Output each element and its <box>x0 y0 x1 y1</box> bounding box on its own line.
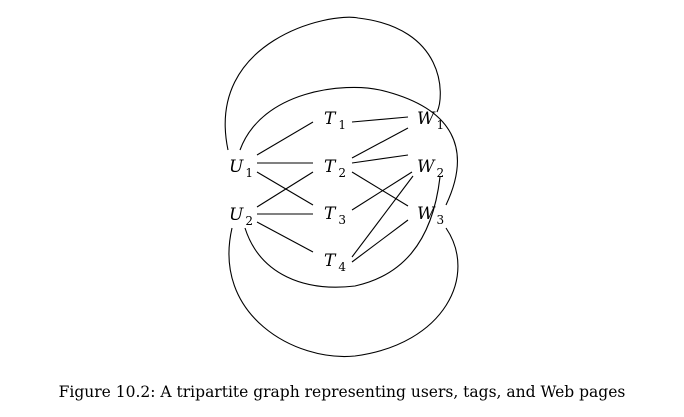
edge-t2-w2 <box>351 154 409 164</box>
edge-u1-w1 <box>224 16 441 151</box>
edge-t2-w1 <box>351 127 409 159</box>
figure-caption: Figure 10.2: A tripartite graph represen… <box>58 383 626 401</box>
edge-u2-t4 <box>256 221 314 253</box>
edge-u1-t3 <box>256 171 314 206</box>
edge-t3-w2 <box>351 171 413 211</box>
edge-u1-w3 <box>239 86 458 206</box>
edge-t4-w3 <box>351 219 409 263</box>
edge-u2-t2 <box>256 171 314 208</box>
edge-u1-t1 <box>256 121 314 156</box>
edge-u2-w2 <box>244 176 441 288</box>
edge-u2-w3 <box>228 227 459 358</box>
edge-t4-w2 <box>351 175 414 258</box>
edge-t1-w1 <box>351 116 409 123</box>
edges-layer <box>224 16 459 358</box>
edge-t2-w3 <box>351 171 409 207</box>
